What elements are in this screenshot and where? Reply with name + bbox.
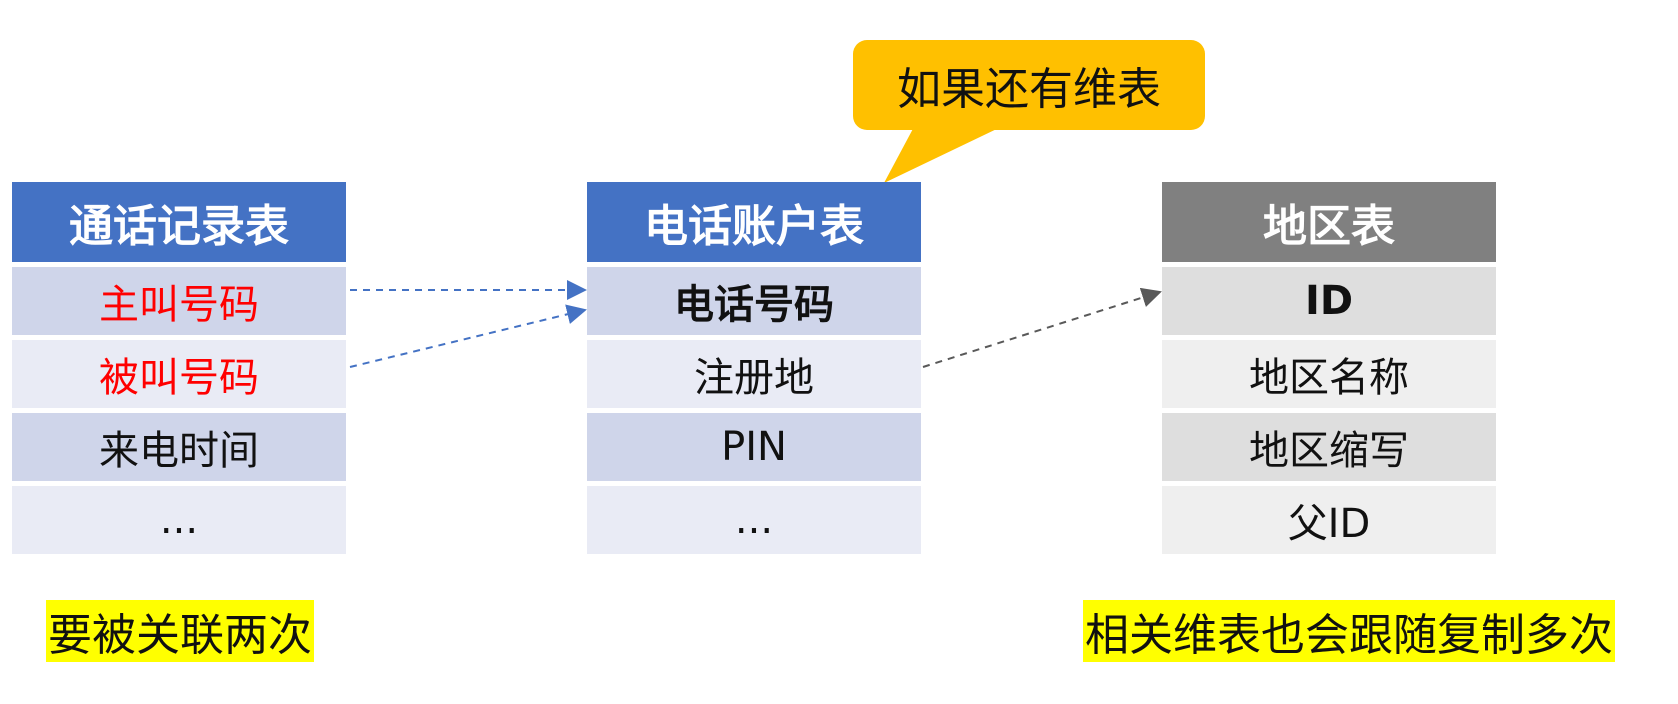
table-row: ID	[1162, 267, 1496, 335]
region-table: 地区表 ID 地区名称 地区缩写 父ID	[1162, 182, 1496, 554]
callout-text: 如果还有维表	[897, 64, 1161, 115]
note-right: 相关维表也会跟随复制多次	[1083, 600, 1615, 662]
callout-bubble: 如果还有维表	[853, 40, 1205, 130]
table-row: ...	[12, 486, 346, 554]
call-records-table: 通话记录表 主叫号码 被叫号码 来电时间 ...	[12, 182, 346, 554]
field-ellipsis: ...	[159, 497, 199, 543]
call-records-title: 通话记录表	[69, 201, 289, 252]
phone-account-title: 电话账户表	[644, 201, 864, 252]
arrow-registration-to-region	[922, 287, 1162, 368]
table-row: 电话号码	[587, 267, 921, 335]
field-registration-place: 注册地	[694, 355, 814, 401]
table-row: 地区缩写	[1162, 413, 1496, 481]
field-region-name: 地区名称	[1249, 355, 1409, 401]
field-ellipsis: ...	[734, 497, 774, 543]
field-call-time: 来电时间	[99, 428, 259, 474]
field-caller-number: 主叫号码	[99, 282, 259, 328]
table-row: 主叫号码	[12, 267, 346, 335]
phone-account-table: 电话账户表 电话号码 注册地 PIN ...	[587, 182, 921, 554]
table-row: 地区名称	[1162, 340, 1496, 408]
region-header: 地区表	[1162, 182, 1496, 262]
table-row: ...	[587, 486, 921, 554]
note-right-text: 相关维表也会跟随复制多次	[1085, 610, 1613, 661]
call-records-header: 通话记录表	[12, 182, 346, 262]
field-id: ID	[1304, 278, 1354, 324]
note-left: 要被关联两次	[46, 600, 314, 662]
table-row: 父ID	[1162, 486, 1496, 554]
table-row: 来电时间	[12, 413, 346, 481]
table-row: 注册地	[587, 340, 921, 408]
field-region-abbr: 地区缩写	[1249, 428, 1409, 474]
field-callee-number: 被叫号码	[99, 355, 259, 401]
field-parent-id: 父ID	[1287, 501, 1371, 547]
field-pin: PIN	[721, 424, 787, 470]
note-left-text: 要被关联两次	[48, 610, 312, 661]
region-title: 地区表	[1263, 201, 1395, 252]
table-row: PIN	[587, 413, 921, 481]
arrow-callee-to-phone	[349, 304, 587, 368]
table-row: 被叫号码	[12, 340, 346, 408]
field-phone-number: 电话号码	[674, 282, 834, 328]
phone-account-header: 电话账户表	[587, 182, 921, 262]
